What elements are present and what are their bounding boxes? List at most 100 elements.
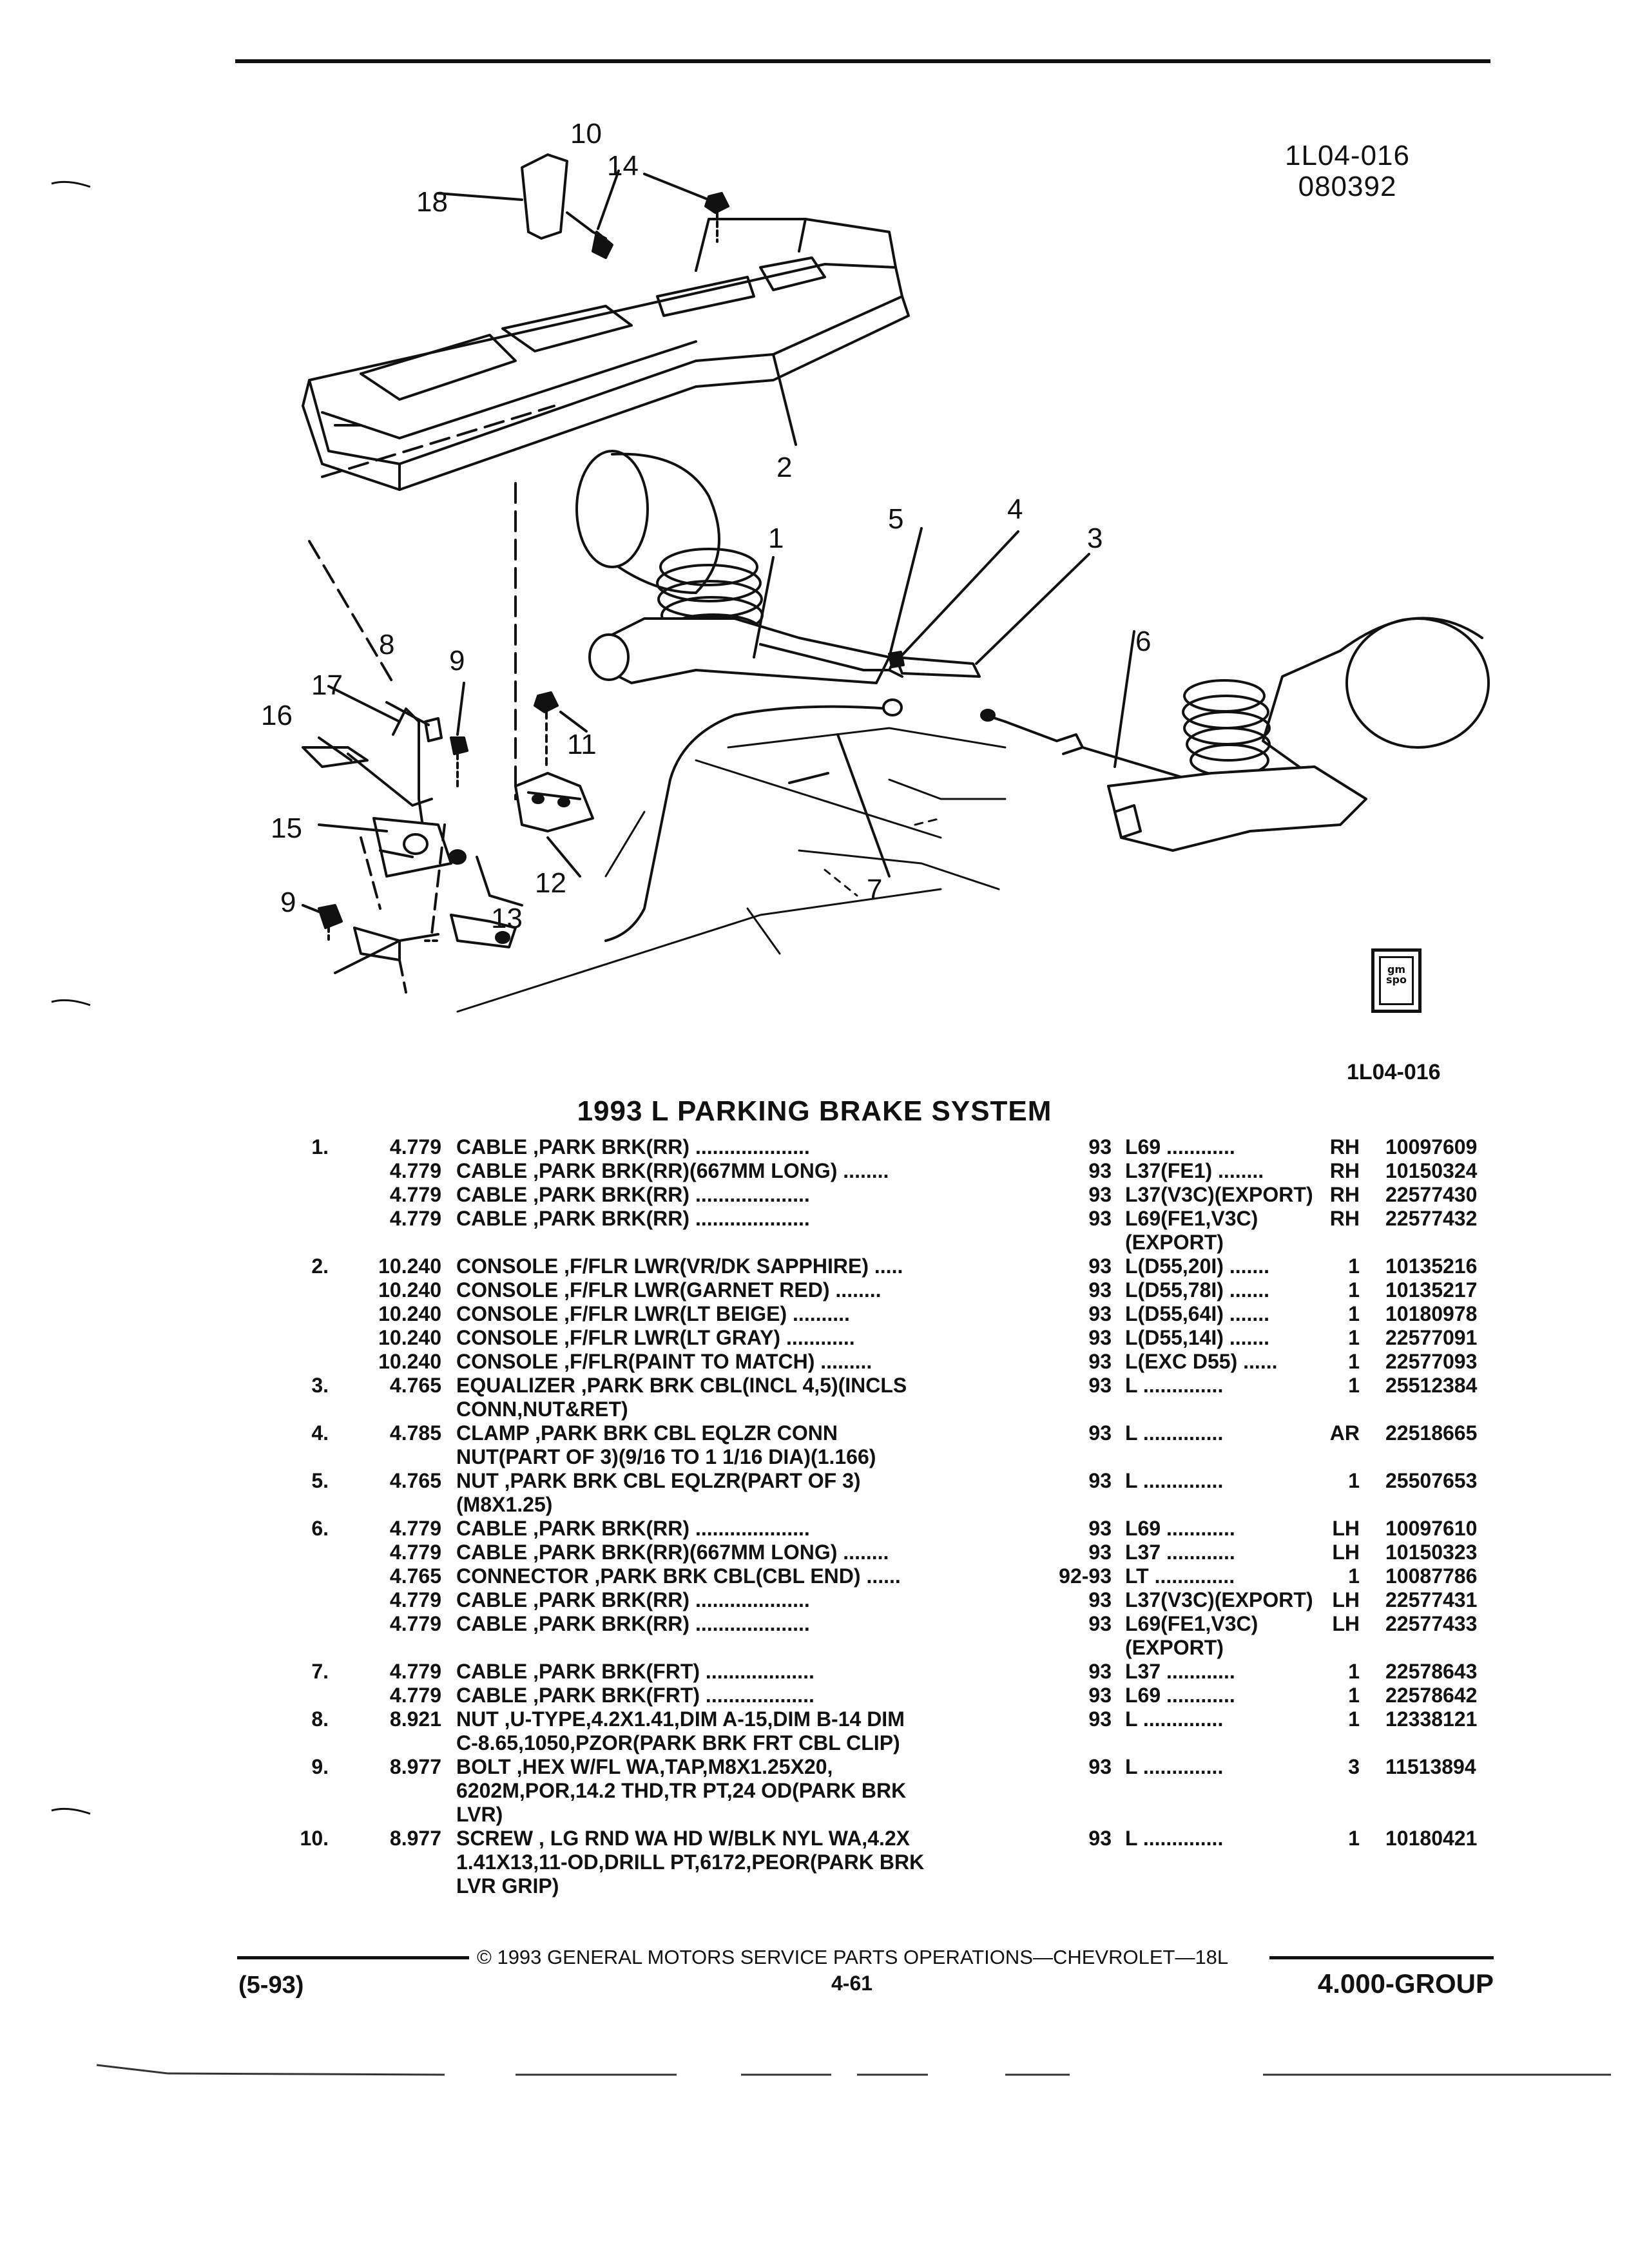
- parts-option: L ..............: [1125, 1827, 1224, 1850]
- parts-description: 1.41X13,11-OD,DRILL PT,6172,PEOR(PARK BR…: [456, 1850, 1139, 1874]
- parts-quantity: 1: [1348, 1374, 1360, 1397]
- parts-desc-text: (M8X1.25): [456, 1493, 553, 1516]
- parts-name: CABLE: [456, 1159, 528, 1182]
- callout-labels: 10 14 18 2 1 5 4 3 6 8 9 17 16 11 15 12 …: [261, 118, 1151, 934]
- parts-year: 93: [1088, 1541, 1112, 1564]
- parts-item-number: 10.: [300, 1827, 329, 1850]
- parts-name: NUT: [456, 1469, 499, 1492]
- callout-10: 10: [570, 118, 602, 149]
- parts-row: 1.41X13,11-OD,DRILL PT,6172,PEOR(PARK BR…: [251, 1850, 1508, 1874]
- parts-quantity: 1: [1348, 1302, 1360, 1325]
- parts-part-number: 25512384: [1385, 1374, 1478, 1397]
- parts-part-number: 10135217: [1385, 1278, 1478, 1302]
- parts-year: 93: [1088, 1755, 1112, 1778]
- parts-page-ref: 10.240: [378, 1350, 441, 1373]
- parts-name: CONSOLE: [456, 1254, 559, 1278]
- bottom-scan-lines: [96, 2064, 1611, 2076]
- parts-leader-dots: ........: [837, 1159, 889, 1182]
- parts-year: 93: [1088, 1517, 1112, 1540]
- figure-label: 1L04-016: [1347, 1060, 1441, 1084]
- parts-desc-text: ,F/FLR LWR(LT BEIGE): [558, 1302, 787, 1325]
- parts-year: 93: [1088, 1254, 1112, 1278]
- parts-description: CONSOLE ,F/FLR LWR(GARNET RED) ........: [456, 1278, 1139, 1302]
- footer-group: 4.000-GROUP: [1317, 1968, 1494, 1999]
- parts-leader-dots: ........: [837, 1541, 889, 1564]
- parts-leader-dots: ....................: [689, 1517, 810, 1540]
- parts-part-number: 22578643: [1385, 1660, 1478, 1683]
- parts-leader-dots: .....: [869, 1254, 903, 1278]
- parts-quantity: RH: [1329, 1135, 1360, 1158]
- parts-part-number: 10150324: [1385, 1159, 1478, 1182]
- parts-quantity: RH: [1329, 1207, 1360, 1230]
- parts-description: CABLE ,PARK BRK(RR) ....................: [456, 1183, 1139, 1207]
- callout-15: 15: [271, 812, 302, 844]
- parts-quantity: LH: [1332, 1588, 1360, 1611]
- callout-9-upper: 9: [449, 645, 465, 677]
- parts-description: CABLE ,PARK BRK(FRT) ...................: [456, 1684, 1139, 1707]
- parts-row: NUT(PART OF 3)(9/16 TO 1 1/16 DIA)(1.166…: [251, 1445, 1508, 1469]
- parts-description: LVR): [456, 1803, 1139, 1827]
- callout-11: 11: [567, 729, 597, 760]
- parts-part-number: 22577093: [1385, 1350, 1478, 1373]
- console-shape: [302, 218, 910, 491]
- parts-row: 6202M,POR,14.2 THD,TR PT,24 OD(PARK BRK: [251, 1779, 1508, 1803]
- parts-page-ref: 8.977: [389, 1827, 441, 1850]
- parts-page-ref: 4.779: [389, 1183, 441, 1206]
- parts-description: CABLE ,PARK BRK(RR)(667MM LONG) ........: [456, 1159, 1139, 1183]
- parts-page-ref: 4.765: [389, 1564, 441, 1588]
- left-brake-assembly: [575, 450, 891, 684]
- parts-name: CABLE: [456, 1517, 528, 1540]
- footer-rule-left: [237, 1956, 469, 1959]
- parts-row: LVR): [251, 1803, 1508, 1827]
- parts-quantity: 1: [1348, 1707, 1360, 1731]
- parts-option: (EXPORT): [1125, 1636, 1224, 1659]
- parts-desc-text: ,F/FLR LWR(VR/DK SAPPHIRE): [558, 1254, 869, 1278]
- parts-item-number: 7.: [311, 1660, 329, 1683]
- parts-description: CLAMP ,PARK BRK CBL EQLZR CONN: [456, 1421, 1139, 1445]
- parts-desc-text: ,PARK BRK(FRT): [527, 1660, 700, 1683]
- parts-description: CABLE ,PARK BRK(RR) ....................: [456, 1135, 1139, 1159]
- parts-description: BOLT ,HEX W/FL WA,TAP,M8X1.25X20,: [456, 1755, 1139, 1779]
- parts-page-ref: 4.779: [389, 1541, 441, 1564]
- callout-13: 13: [491, 903, 523, 934]
- parts-option: L37(V3C)(EXPORT): [1125, 1588, 1313, 1611]
- parts-description: NUT ,PARK BRK CBL EQLZR(PART OF 3): [456, 1469, 1139, 1493]
- parts-desc-text: ,PARK BRK(RR): [527, 1135, 690, 1158]
- callout-3: 3: [1087, 523, 1103, 554]
- parts-part-number: 22577091: [1385, 1326, 1478, 1349]
- parts-page-ref: 8.921: [389, 1707, 441, 1731]
- parts-name: CLAMP: [456, 1421, 530, 1445]
- parts-name: CABLE: [456, 1588, 528, 1611]
- parts-page-ref: 4.765: [389, 1374, 441, 1397]
- parts-quantity: RH: [1329, 1159, 1360, 1182]
- parts-quantity: 1: [1348, 1469, 1360, 1492]
- parts-leader-dots: ....................: [689, 1588, 810, 1611]
- parts-option: L37 ............: [1125, 1541, 1235, 1564]
- parts-year: 93: [1088, 1421, 1112, 1445]
- parts-option: L37(FE1) ........: [1125, 1159, 1264, 1182]
- parts-row: CONN,NUT&RET): [251, 1398, 1508, 1421]
- footer-page-number: 4-61: [831, 1972, 873, 1995]
- parts-option: L69(FE1,V3C): [1125, 1612, 1258, 1635]
- parts-row: (M8X1.25): [251, 1493, 1508, 1517]
- parts-quantity: AR: [1329, 1421, 1360, 1445]
- parts-option: L69 ............: [1125, 1517, 1235, 1540]
- callout-16: 16: [261, 700, 293, 731]
- parts-description: CABLE ,PARK BRK(RR)(667MM LONG) ........: [456, 1541, 1139, 1564]
- parts-page-ref: 4.779: [389, 1517, 441, 1540]
- parts-year: 93: [1088, 1469, 1112, 1492]
- parts-item-number: 9.: [311, 1755, 329, 1778]
- right-brake-assembly: [1107, 617, 1490, 852]
- parts-page-ref: 4.779: [389, 1135, 441, 1158]
- parts-part-number: 10097609: [1385, 1135, 1478, 1158]
- parts-option: L ..............: [1125, 1707, 1224, 1731]
- parts-year: 93: [1088, 1684, 1112, 1707]
- parts-option: L ..............: [1125, 1421, 1224, 1445]
- parts-description: CONSOLE ,F/FLR(PAINT TO MATCH) .........: [456, 1350, 1139, 1374]
